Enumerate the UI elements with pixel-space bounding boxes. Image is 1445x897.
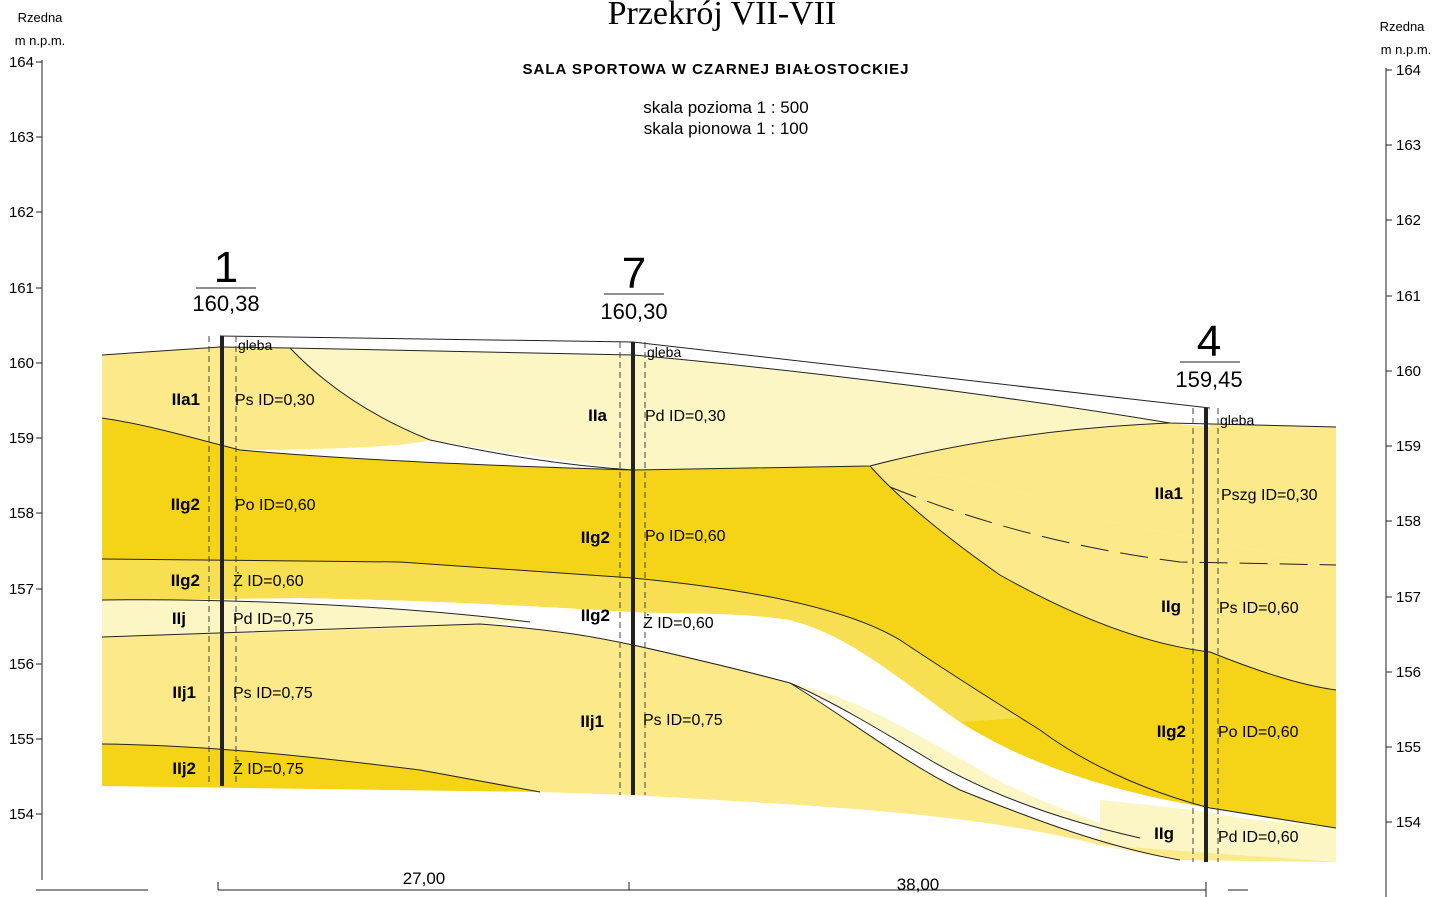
left-tick-163: 163 — [9, 129, 34, 146]
borehole-1: 1 160,38 gleba — [192, 243, 272, 786]
left-tick-164: 164 — [9, 54, 34, 71]
left-tick-158: 158 — [9, 505, 34, 522]
vertical-scale: skala pionowa 1 : 100 — [644, 119, 808, 138]
labels-borehole-1: IIa1 Ps ID=0,30 IIg2 Po ID=0,60 IIg2 Ż I… — [171, 390, 316, 778]
right-tick-155: 155 — [1396, 739, 1421, 756]
bh1-layer3-desc: Ż ID=0,60 — [233, 571, 304, 590]
bh4-layer4-code: IIg — [1154, 824, 1174, 843]
right-tick-163: 163 — [1396, 137, 1421, 154]
layer-IIa — [290, 348, 1170, 470]
bh7-layer3-desc: Ż ID=0,60 — [643, 613, 714, 632]
right-tick-162: 162 — [1396, 212, 1421, 229]
layer-gleba — [220, 336, 1210, 427]
bh1-layer1-desc: Ps ID=0,30 — [235, 392, 315, 409]
borehole-4-gleba: gleba — [1220, 412, 1254, 428]
left-axis-tick-labels: 164 163 162 161 160 159 158 157 156 155 … — [9, 54, 34, 823]
left-axis-ticks — [36, 61, 42, 815]
right-axis-tick-labels: 164 163 162 161 160 159 158 157 156 155 … — [1396, 62, 1421, 831]
right-tick-156: 156 — [1396, 664, 1421, 681]
bh7-layer1-code: IIa — [588, 406, 607, 425]
right-tick-159: 159 — [1396, 438, 1421, 455]
bh1-layer4-desc: Pd ID=0,75 — [233, 611, 314, 628]
bh7-layer4-desc: Ps ID=0,75 — [643, 712, 723, 729]
bh1-layer1-code: IIa1 — [172, 390, 200, 409]
bh4-layer1-code: IIa1 — [1155, 484, 1183, 503]
bh4-layer4-desc: Pd ID=0,60 — [1218, 829, 1299, 846]
left-tick-157: 157 — [9, 581, 34, 598]
bh7-layer2-code: IIg2 — [581, 528, 610, 547]
borehole-7: 7 160,30 gleba — [600, 249, 681, 795]
bh1-layer5-desc: Ps ID=0,75 — [233, 685, 313, 702]
bh4-layer3-code: IIg2 — [1157, 722, 1186, 741]
right-tick-164: 164 — [1396, 62, 1421, 79]
right-tick-161: 161 — [1396, 288, 1421, 305]
bh1-layer2-desc: Po ID=0,60 — [235, 497, 316, 514]
layer-IIa1-right — [870, 423, 1336, 565]
labels-borehole-7: IIa Pd ID=0,30 IIg2 Po ID=0,60 IIg2 Ż ID… — [580, 406, 725, 731]
layer-pale-wedge-middle — [790, 683, 1140, 838]
bh7-layer3-code: IIg2 — [581, 606, 610, 625]
bh1-layer4-code: IIj — [172, 609, 186, 628]
left-tick-161: 161 — [9, 280, 34, 297]
right-tick-160: 160 — [1396, 363, 1421, 380]
left-tick-154: 154 — [9, 806, 34, 823]
bh7-layer2-desc: Po ID=0,60 — [645, 528, 726, 545]
layer-IIg2-zwir — [102, 559, 1020, 722]
project-subtitle: SALA SPORTOWA W CZARNEJ BIAŁOSTOCKIEJ — [522, 61, 909, 78]
left-axis-label-line1: Rzedna — [18, 10, 64, 25]
layer-IIj2 — [102, 744, 540, 792]
right-tick-154: 154 — [1396, 814, 1421, 831]
right-tick-157: 157 — [1396, 589, 1421, 606]
borehole-4: 4 159,45 gleba — [1175, 317, 1254, 862]
right-axis-ticks — [1386, 69, 1392, 823]
borehole-7-number: 7 — [622, 249, 646, 298]
bh1-layer3-code: IIg2 — [171, 571, 200, 590]
left-tick-155: 155 — [9, 731, 34, 748]
left-tick-162: 162 — [9, 204, 34, 221]
bh7-layer4-code: IIj1 — [580, 712, 604, 731]
bh1-layer6-desc: Ż ID=0,75 — [233, 759, 304, 778]
dashed-boundary-right — [889, 486, 1337, 566]
bh1-layer5-code: IIj1 — [172, 683, 196, 702]
left-tick-160: 160 — [9, 355, 34, 372]
borehole-1-number: 1 — [214, 243, 238, 292]
right-axis-label-line1: Rzedna — [1380, 19, 1426, 34]
right-axis-label-line2: m n.p.m. — [1381, 42, 1432, 57]
left-tick-156: 156 — [9, 656, 34, 673]
bh1-layer6-code: IIj2 — [172, 759, 196, 778]
borehole-7-gleba: gleba — [647, 344, 681, 360]
right-tick-158: 158 — [1396, 513, 1421, 530]
bh4-layer1-desc: Pszg ID=0,30 — [1221, 487, 1318, 504]
labels-borehole-4: IIa1 Pszg ID=0,30 IIg Ps ID=0,60 IIg2 Po… — [1154, 484, 1317, 846]
bh4-layer3-desc: Po ID=0,60 — [1218, 724, 1299, 741]
borehole-4-elevation: 159,45 — [1175, 367, 1242, 392]
left-axis-label-line2: m n.p.m. — [15, 33, 66, 48]
boundary-lines — [101, 335, 1337, 861]
layer-IIg-right — [870, 466, 1336, 690]
bh1-layer2-code: IIg2 — [171, 495, 200, 514]
borehole-7-elevation: 160,30 — [600, 299, 667, 324]
bh4-layer2-desc: Ps ID=0,60 — [1219, 600, 1299, 617]
layer-IIa1-left — [102, 347, 430, 450]
bh7-layer1-desc: Pd ID=0,30 — [645, 408, 726, 425]
layer-IIj1 — [102, 624, 1336, 862]
section-title: Przekrój VII-VII — [608, 0, 837, 32]
distance-7-4: 38,00 — [897, 875, 940, 894]
borehole-4-number: 4 — [1197, 317, 1221, 366]
bh4-layer2-code: IIg — [1161, 597, 1181, 616]
layer-IIg2-main — [102, 418, 1336, 828]
distance-1-7: 27,00 — [403, 869, 446, 888]
distance-dimensions: 27,00 38,00 — [217, 869, 1248, 897]
left-tick-159: 159 — [9, 430, 34, 447]
borehole-1-elevation: 160,38 — [192, 291, 259, 316]
borehole-1-gleba: gleba — [238, 337, 272, 353]
horizontal-scale: skala pozioma 1 : 500 — [643, 98, 808, 117]
